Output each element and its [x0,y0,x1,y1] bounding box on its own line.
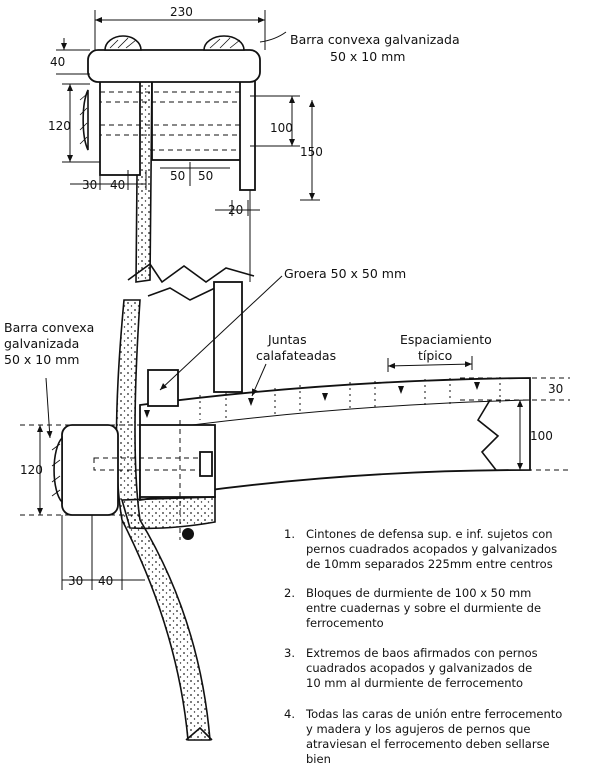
note-1-number: 1. [284,527,295,541]
bottom-dim-40: 40 [98,574,113,588]
espaciamiento-label-line2: típico [418,348,452,363]
top-dim-overall-width: 230 [170,5,193,19]
note-3-line-2: cuadrados acopados y galvanizados de [306,661,532,675]
bottom-dim-30: 30 [68,574,83,588]
note-4-line-2: y madera y los agujeros de pernos que [306,722,531,736]
juntas-label-line2: calafateadas [256,348,336,363]
ferrocement-shelf [120,496,216,530]
bottom-bar-label-line1: Barra convexa [4,320,94,335]
bottom-bar-label-line2: galvanizada [4,336,79,351]
note-2-line-1: Bloques de durmiente de 100 x 50 mm [306,586,531,600]
top-dim-20: 20 [228,203,243,217]
espaciamiento-label-line1: Espaciamiento [400,332,492,347]
note-3-number: 3. [284,646,295,660]
top-detail: 230 40 120 100 150 30 40 50 50 20 Barra … [48,5,460,284]
note-4-number: 4. [284,707,295,721]
groera-label: Groera 50 x 50 mm [284,266,406,281]
note-4-line-3: atraviesan el ferrocemento deben sellars… [306,737,550,751]
groera-block [147,369,179,407]
top-frame [239,69,256,191]
top-bar-label-line2: 50 x 10 mm [330,49,405,64]
bottom-bolt-nut [199,451,213,477]
note-1-line-2: pernos cuadrados acopados y galvanizados [306,542,557,556]
note-1-line-1: Cintones de defensa sup. e inf. sujetos … [306,527,553,541]
top-dim-side-height: 120 [48,119,71,133]
top-rail [87,49,261,83]
note-3-line-3: 10 mm al durmiente de ferrocemento [306,676,523,690]
bottom-detail: 120 30 40 30 100 Groera 50 x 50 mm Junta… [4,266,570,741]
note-2-line-2: entre cuadernas y sobre el durmiente de [306,601,541,615]
top-bolt-lower [99,124,241,136]
note-2-line-3: ferrocemento [306,616,384,630]
note-3-line-1: Extremos de baos afirmados con pernos [306,646,538,660]
bottom-bar-label-line3: 50 x 10 mm [4,352,79,367]
bottom-convex-bar [53,436,63,504]
top-convex-bar-side [82,89,89,151]
top-dim-right-height: 150 [300,145,323,159]
top-dim-30: 30 [82,178,97,192]
top-bolt-upper [99,91,241,103]
juntas-label-line1: Juntas [267,332,307,347]
top-dim-top: 40 [50,55,65,69]
top-dim-50-right: 50 [198,169,213,183]
top-convex-bar-right [203,35,245,51]
note-1-line-3: de 10mm separados 225mm entre centros [306,557,553,571]
notes: 1. Cintones de defensa sup. e inf. sujet… [284,527,562,766]
bottom-post [213,281,243,393]
note-2-number: 2. [284,586,295,600]
top-bar-label-line1: Barra convexa galvanizada [290,32,460,47]
top-wood-block [99,69,141,176]
top-dim-50-left: 50 [170,169,185,183]
bottom-bolt-head [182,528,194,540]
bottom-dim-120: 120 [20,463,43,477]
bottom-dim-30-right: 30 [548,382,563,396]
note-4-line-4: bien [306,752,331,766]
top-dim-bolt-spacing: 100 [270,121,293,135]
top-inner-block [151,69,243,161]
note-4-line-1: Todas las caras de unión entre ferroceme… [305,707,562,721]
bottom-dim-100-right: 100 [530,429,553,443]
top-dim-40: 40 [110,178,125,192]
